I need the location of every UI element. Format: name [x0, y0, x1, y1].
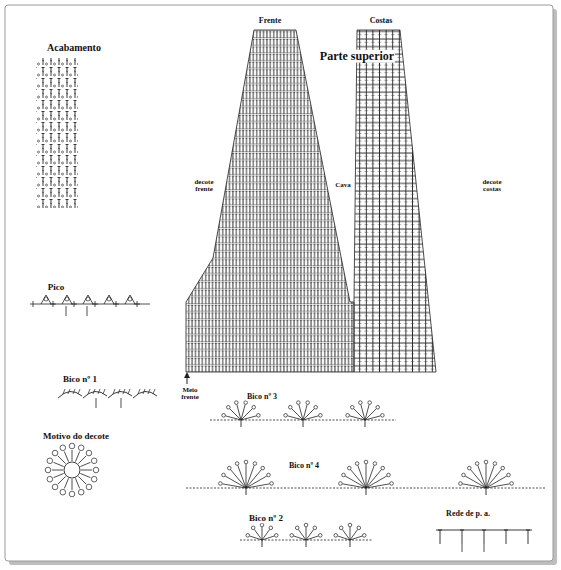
bico-1-chart	[58, 389, 157, 408]
chart-label: Motivo do decote	[42, 432, 110, 441]
bico-4-chart	[186, 460, 546, 495]
chart-label: Costas	[369, 17, 394, 25]
pico-chart	[30, 295, 150, 316]
motivo-chart	[45, 443, 99, 497]
bico-2-chart	[240, 523, 372, 547]
frame	[5, 5, 553, 561]
chart-label: Bico nº 2	[248, 514, 284, 523]
chart-label: Acabamento	[46, 43, 102, 54]
chart-label: Pico	[47, 283, 66, 292]
chart-label: Parte superior	[319, 50, 395, 63]
chart-pieces	[180, 28, 440, 374]
chart-label: Cava	[334, 182, 352, 189]
chart-label: Bico nº 4	[288, 462, 320, 470]
bico-3-chart	[210, 401, 396, 427]
chart-label: Bico nº 3	[246, 393, 278, 401]
chart-label: Frente	[258, 17, 283, 25]
meio-frente-arrow	[184, 372, 190, 384]
rede-chart	[436, 530, 532, 552]
chart-label: decote costas	[474, 179, 510, 194]
chart-label: decote frente	[186, 179, 222, 194]
acabamento-chart	[36, 58, 78, 208]
chart-label: Bico nº 1	[62, 375, 98, 384]
chart-label: Rede de p. a.	[445, 510, 491, 518]
chart-label: Meio frente	[174, 387, 206, 402]
